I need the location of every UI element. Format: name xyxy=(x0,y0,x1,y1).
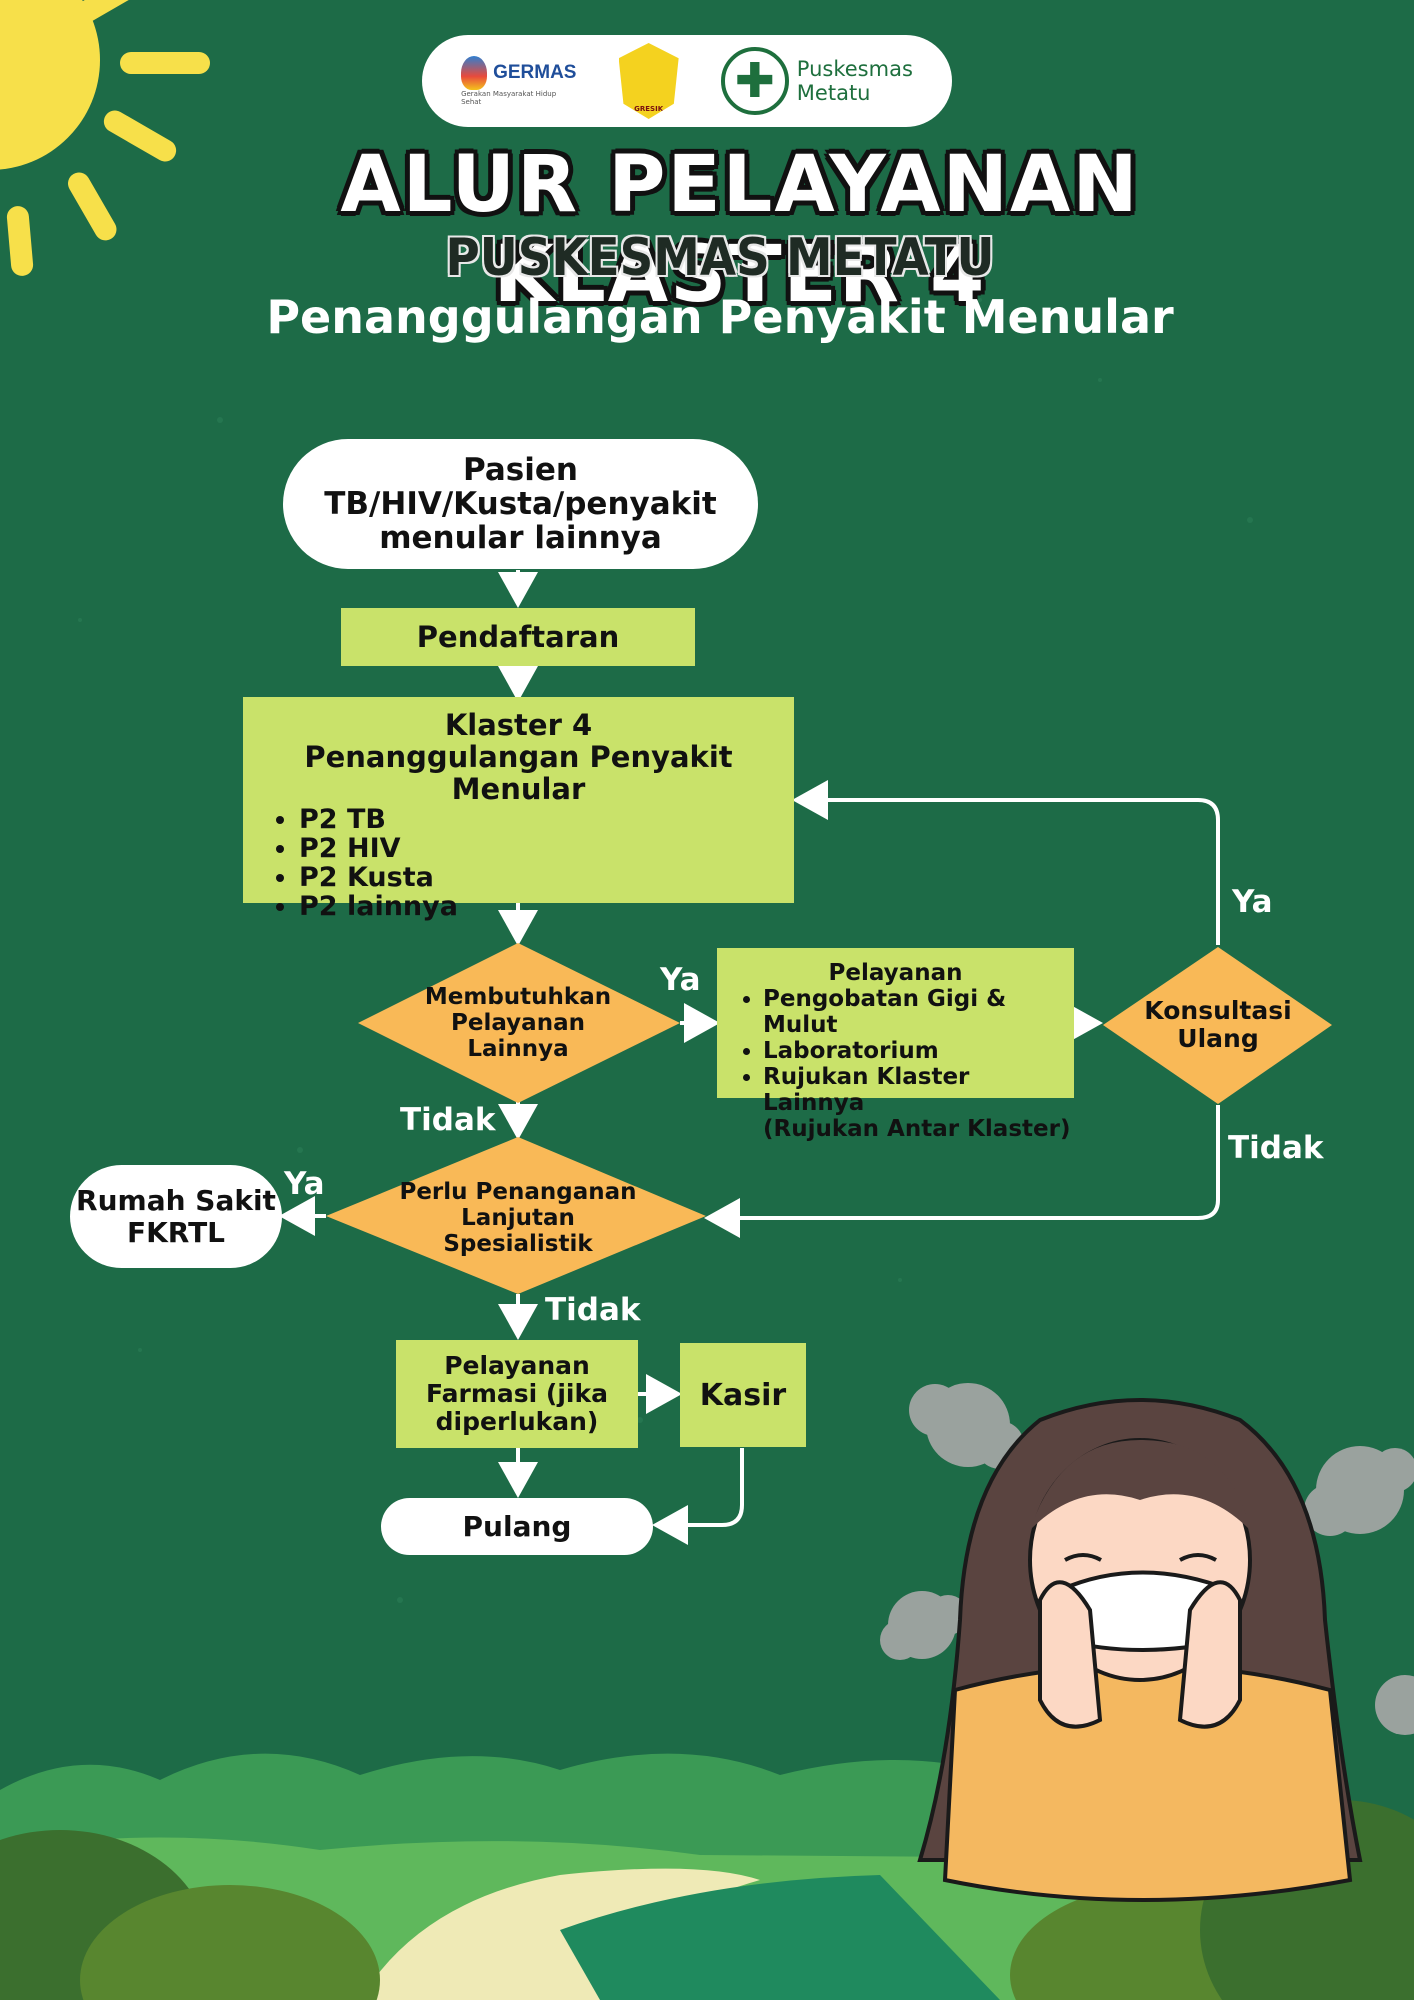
label-yes-services: Ya xyxy=(660,962,701,998)
page-title: ALUR PELAYANAN KLASTER 4 xyxy=(340,140,1140,320)
decision-other-line-3: Lainnya xyxy=(467,1036,569,1062)
decision-other-line-2: Pelayanan xyxy=(451,1010,585,1036)
cluster-subtitle: Penanggulangan Penyakit Menular xyxy=(304,740,733,806)
cashier-box: Kasir xyxy=(680,1343,806,1447)
germas-logo: GERMAS Gerakan Masyarakat Hidup Sehat xyxy=(461,56,576,106)
pharmacy-line-3: diperlukan) xyxy=(435,1407,599,1436)
virus-cloud-decorations xyxy=(880,1383,1414,1735)
reconsult-line-1: Konsultasi xyxy=(1144,996,1292,1025)
page-tagline: Penanggulangan Penyakit Menular xyxy=(266,290,1174,344)
page-subtitle: PUSKESMAS METATU xyxy=(445,228,995,288)
service-item-referral: Rujukan Klaster Lainnya xyxy=(763,1064,1074,1116)
puskesmas-logo: ✚ Puskesmas Metatu xyxy=(720,47,913,115)
decision-specialist-text: Perlu Penanganan Lanjutan Spesialistik xyxy=(378,1176,658,1260)
decision-other-line-1: Membutuhkan xyxy=(424,984,612,1010)
seal-text: GRESIK xyxy=(634,105,664,113)
cluster-title: Klaster 4 xyxy=(444,708,593,742)
registration-box: Pendaftaran xyxy=(341,608,695,666)
germas-tagline: Gerakan Masyarakat Hidup Sehat xyxy=(461,90,557,106)
patient-line-2: TB/HIV/Kusta/penyakit xyxy=(324,486,717,522)
label-no-other-service: Tidak xyxy=(400,1102,496,1138)
end-home-node: Pulang xyxy=(381,1498,653,1555)
decision-reconsult-text: Konsultasi Ulang xyxy=(1128,995,1308,1055)
pharmacy-line-2: Farmasi (jika xyxy=(426,1379,608,1408)
germas-figure-icon xyxy=(461,56,488,90)
decision-other-service-shape xyxy=(358,943,680,1103)
home-label: Pulang xyxy=(462,1510,572,1543)
patient-line-1: Pasien xyxy=(463,452,578,488)
pharmacy-line-1: Pelayanan xyxy=(444,1351,590,1380)
label-no-reconsult: Tidak xyxy=(1228,1130,1324,1166)
label-yes-reconsult: Ya xyxy=(1232,884,1273,920)
specialist-line-1: Perlu Penanganan xyxy=(399,1179,637,1205)
cluster-item-p2-tb: P2 TB xyxy=(299,805,794,834)
services-list: Pengobatan Gigi & Mulut Laboratorium Ruj… xyxy=(717,986,1074,1116)
cashier-label: Kasir xyxy=(699,1377,787,1413)
hospital-line-2: FKRTL xyxy=(126,1215,226,1249)
cluster-item-p2-lainnya: P2 lainnya xyxy=(299,892,794,921)
specialist-line-3: Spesialistik xyxy=(443,1231,593,1257)
cluster-item-p2-kusta: P2 Kusta xyxy=(299,863,794,892)
puskesmas-logo-line2: Metatu xyxy=(796,81,871,105)
service-item-dental: Pengobatan Gigi & Mulut xyxy=(763,986,1074,1038)
girl-wearing-mask-illustration xyxy=(917,1398,1363,1902)
services-box: Pelayanan Pengobatan Gigi & Mulut Labora… xyxy=(717,948,1074,1142)
patient-line-3: menular lainnya xyxy=(379,520,662,556)
specialist-line-2: Lanjutan xyxy=(461,1205,575,1231)
cluster-item-p2-hiv: P2 HIV xyxy=(299,834,794,863)
pharmacy-box: Pelayanan Farmasi (jika diperlukan) xyxy=(396,1340,638,1448)
label-no-specialist: Tidak xyxy=(545,1292,641,1328)
decision-specialist-shape xyxy=(326,1137,706,1294)
services-note: (Rujukan Antar Klaster) xyxy=(763,1116,1071,1142)
service-item-laboratory: Laboratorium xyxy=(763,1038,1074,1064)
logo-bar: GERMAS Gerakan Masyarakat Hidup Sehat GR… xyxy=(422,35,952,127)
cluster-4-box: Klaster 4 Penanggulangan Penyakit Menula… xyxy=(243,697,794,921)
gresik-regency-seal: GRESIK xyxy=(618,43,679,119)
hospital-terminal-node: Rumah Sakit FKRTL xyxy=(70,1165,282,1268)
puskesmas-cross-icon: ✚ xyxy=(720,47,789,115)
start-patient-node: Pasien TB/HIV/Kusta/penyakit menular lai… xyxy=(283,439,758,569)
label-yes-hospital: Ya xyxy=(284,1166,325,1202)
decision-reconsult-shape xyxy=(1103,947,1332,1104)
hospital-line-1: Rumah Sakit xyxy=(76,1183,276,1217)
services-title: Pelayanan xyxy=(828,960,963,986)
flow-connectors xyxy=(279,570,1220,1545)
decision-other-service-text: Membutuhkan Pelayanan Lainnya xyxy=(398,978,638,1068)
germas-logo-text: GERMAS xyxy=(493,62,577,83)
reconsult-line-2: Ulang xyxy=(1177,1024,1259,1053)
cluster-program-list: P2 TB P2 HIV P2 Kusta P2 lainnya xyxy=(243,805,794,921)
chalk-texture xyxy=(78,298,1303,1603)
puskesmas-logo-line1: Puskesmas xyxy=(796,57,913,81)
registration-label: Pendaftaran xyxy=(416,620,620,654)
sun-illustration xyxy=(0,0,210,276)
